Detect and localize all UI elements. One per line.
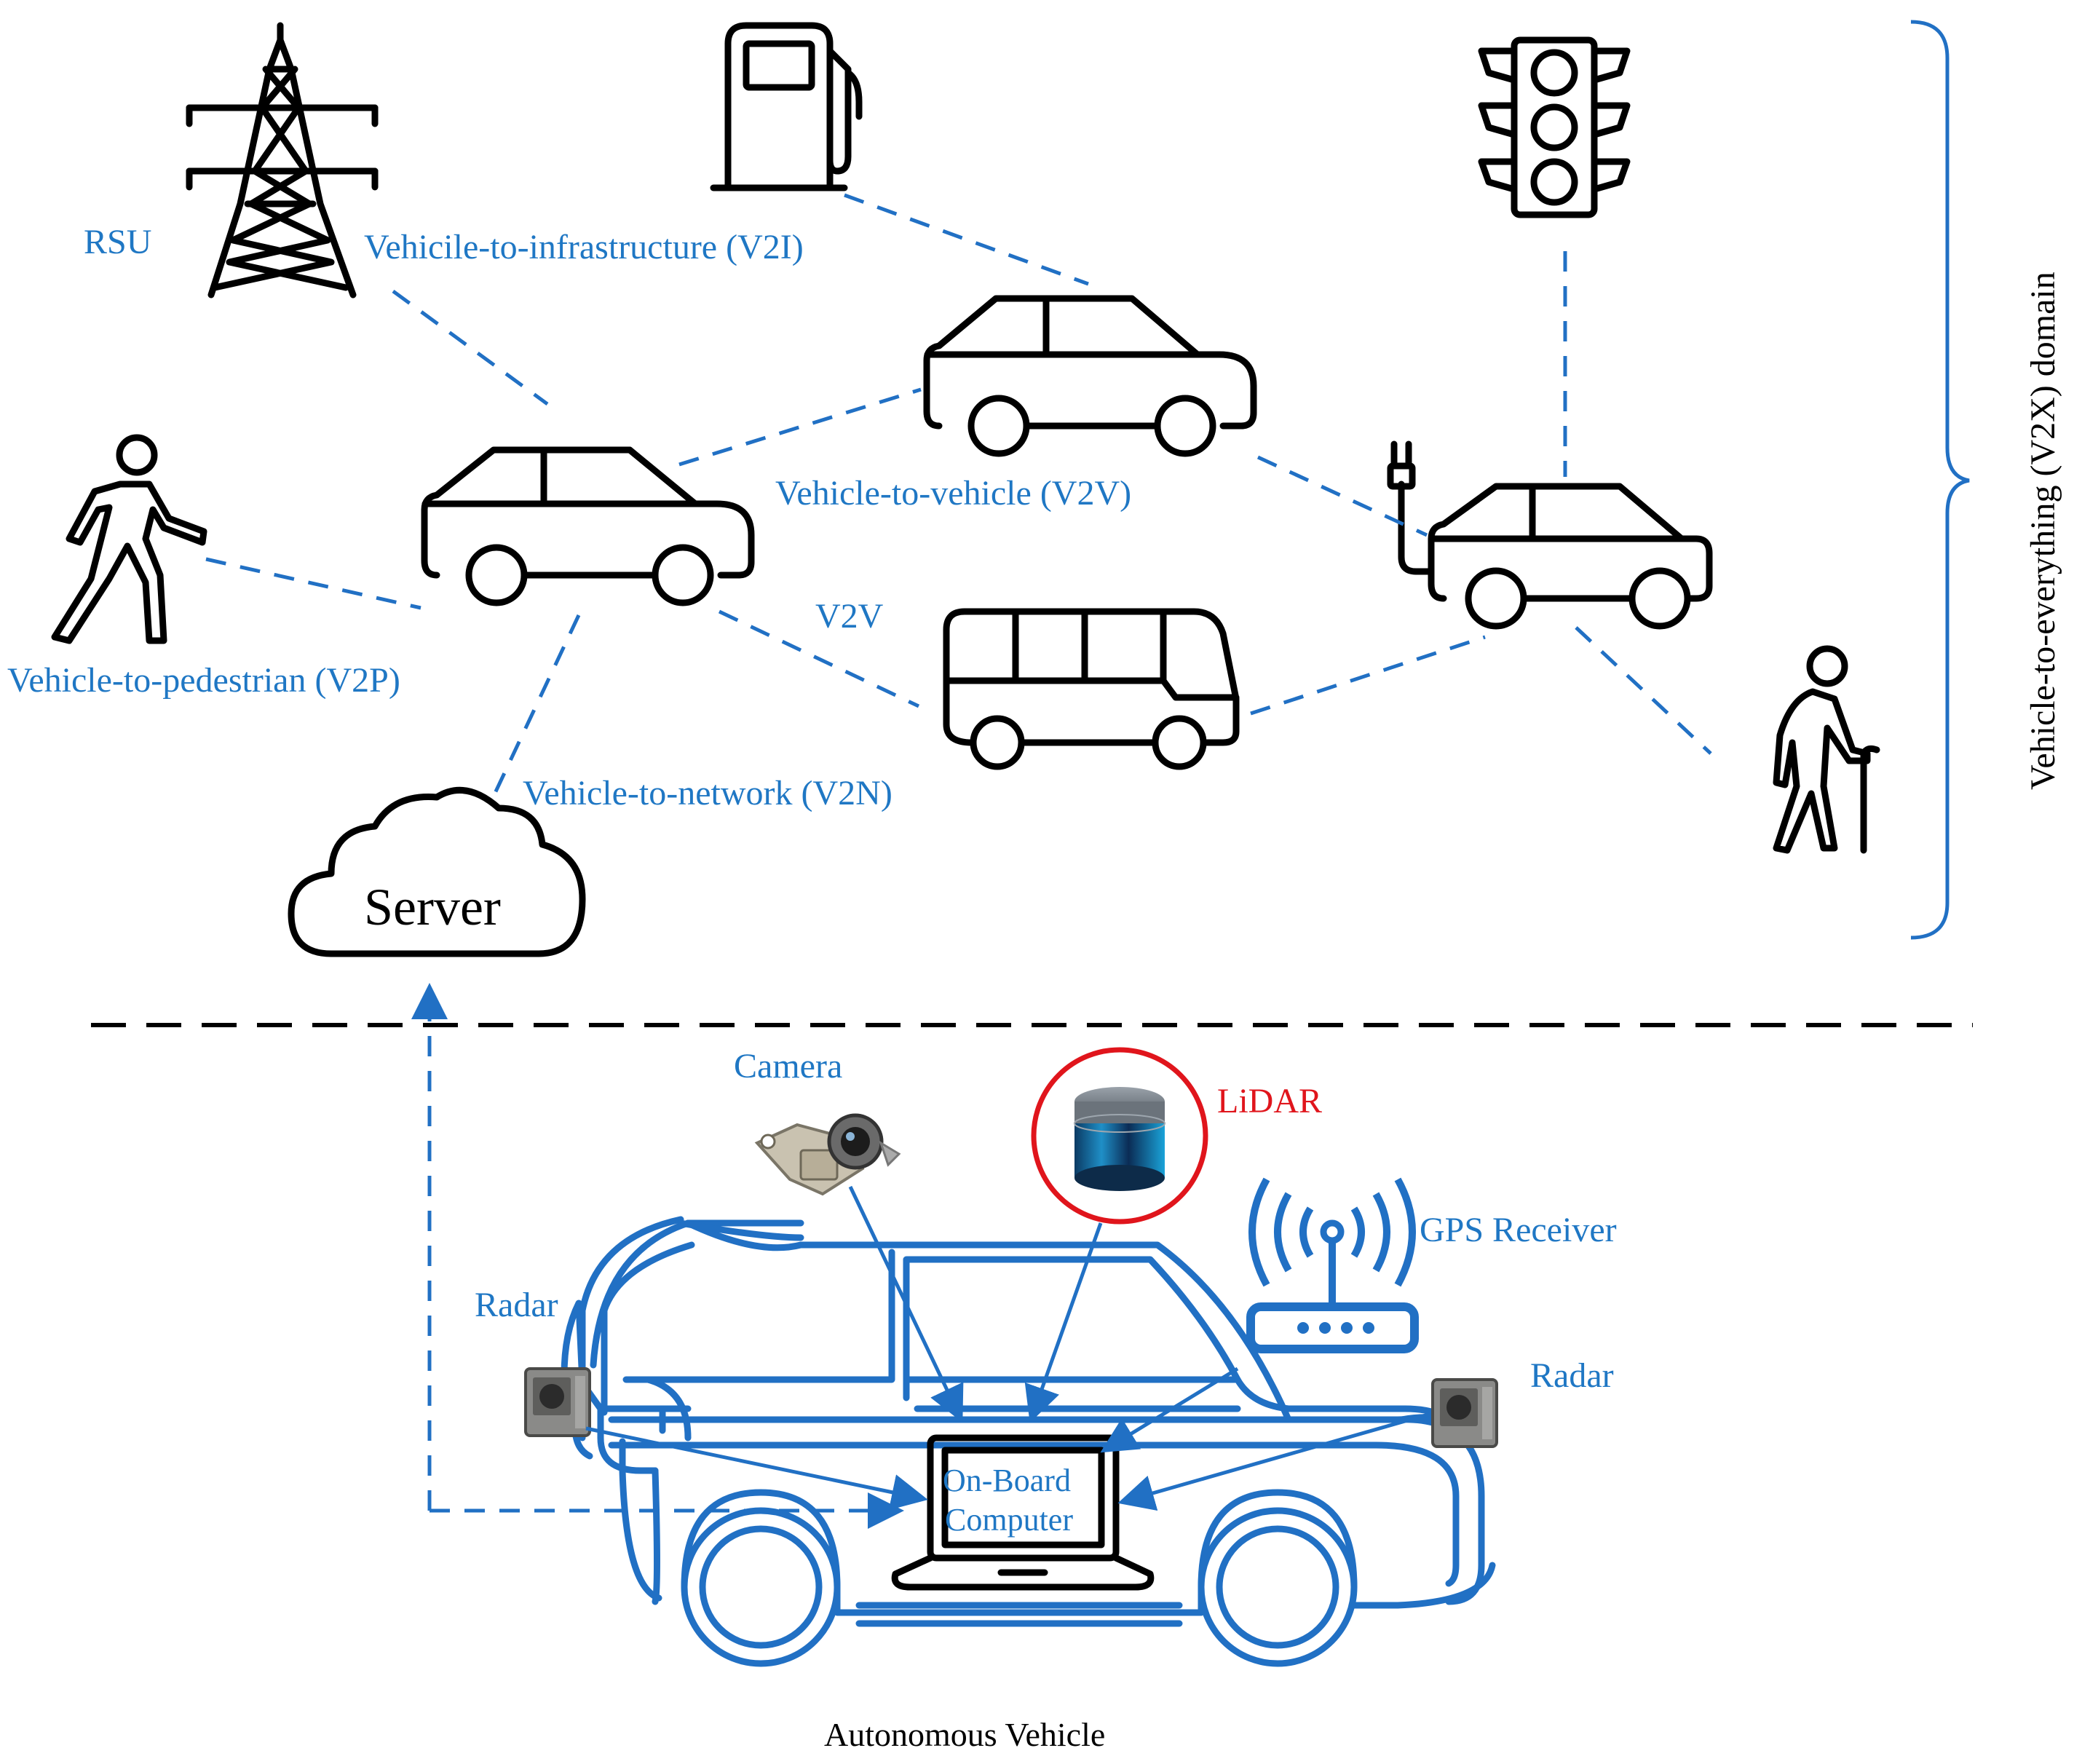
gps-label: GPS Receiver [1420, 1211, 1617, 1249]
radar-right-label: Radar [1530, 1356, 1614, 1395]
camera-label: Camera [734, 1047, 842, 1085]
onboard-label-line2: Computer [945, 1502, 1073, 1538]
v2n-label: Vehicle-to-network (V2N) [523, 774, 892, 812]
rsu-label: RSU [84, 223, 151, 261]
car-icon-top [923, 295, 1257, 457]
v2x-links [205, 193, 1712, 802]
sensor-arrows [411, 983, 1431, 1529]
v2x-bracket [1910, 20, 1970, 940]
onboard-label-line1: On-Board [943, 1463, 1071, 1498]
transmission-tower-icon [186, 22, 379, 298]
radar-icon-left [524, 1367, 591, 1437]
v2x-domain-label: Vehicle-to-everything (V2X) domain [2024, 272, 2062, 790]
v2p-label: Vehicle-to-pedestrian (V2P) [7, 661, 400, 700]
radar-icon-right [1431, 1378, 1498, 1448]
v2i-label: Vehicile-to-infrastructure (V2I) [364, 228, 804, 266]
lidar-label: LiDAR [1217, 1082, 1322, 1120]
v2v-short-label: V2V [815, 597, 884, 636]
lidar-icon [1031, 1047, 1208, 1225]
server-label: Server [364, 878, 501, 936]
radar-left-label: Radar [475, 1286, 558, 1324]
bus-icon [943, 608, 1240, 770]
autonomous-vehicle-outline [561, 1216, 1496, 1667]
electric-car-icon [1387, 440, 1713, 630]
camera-icon [754, 1113, 901, 1196]
wifi-router-icon [1246, 1177, 1419, 1353]
autonomous-vehicle-label: Autonomous Vehicle [824, 1716, 1105, 1753]
pedestrian-icon [51, 434, 207, 644]
fuel-pump-icon [710, 22, 863, 191]
elderly-person-icon [1773, 645, 1880, 854]
v2v-label: Vehicle-to-vehicle (V2V) [775, 474, 1131, 513]
traffic-light-icon [1478, 36, 1631, 218]
laptop-icon [891, 1434, 1155, 1591]
cloud-icon [288, 786, 586, 957]
car-icon-center [421, 446, 755, 606]
